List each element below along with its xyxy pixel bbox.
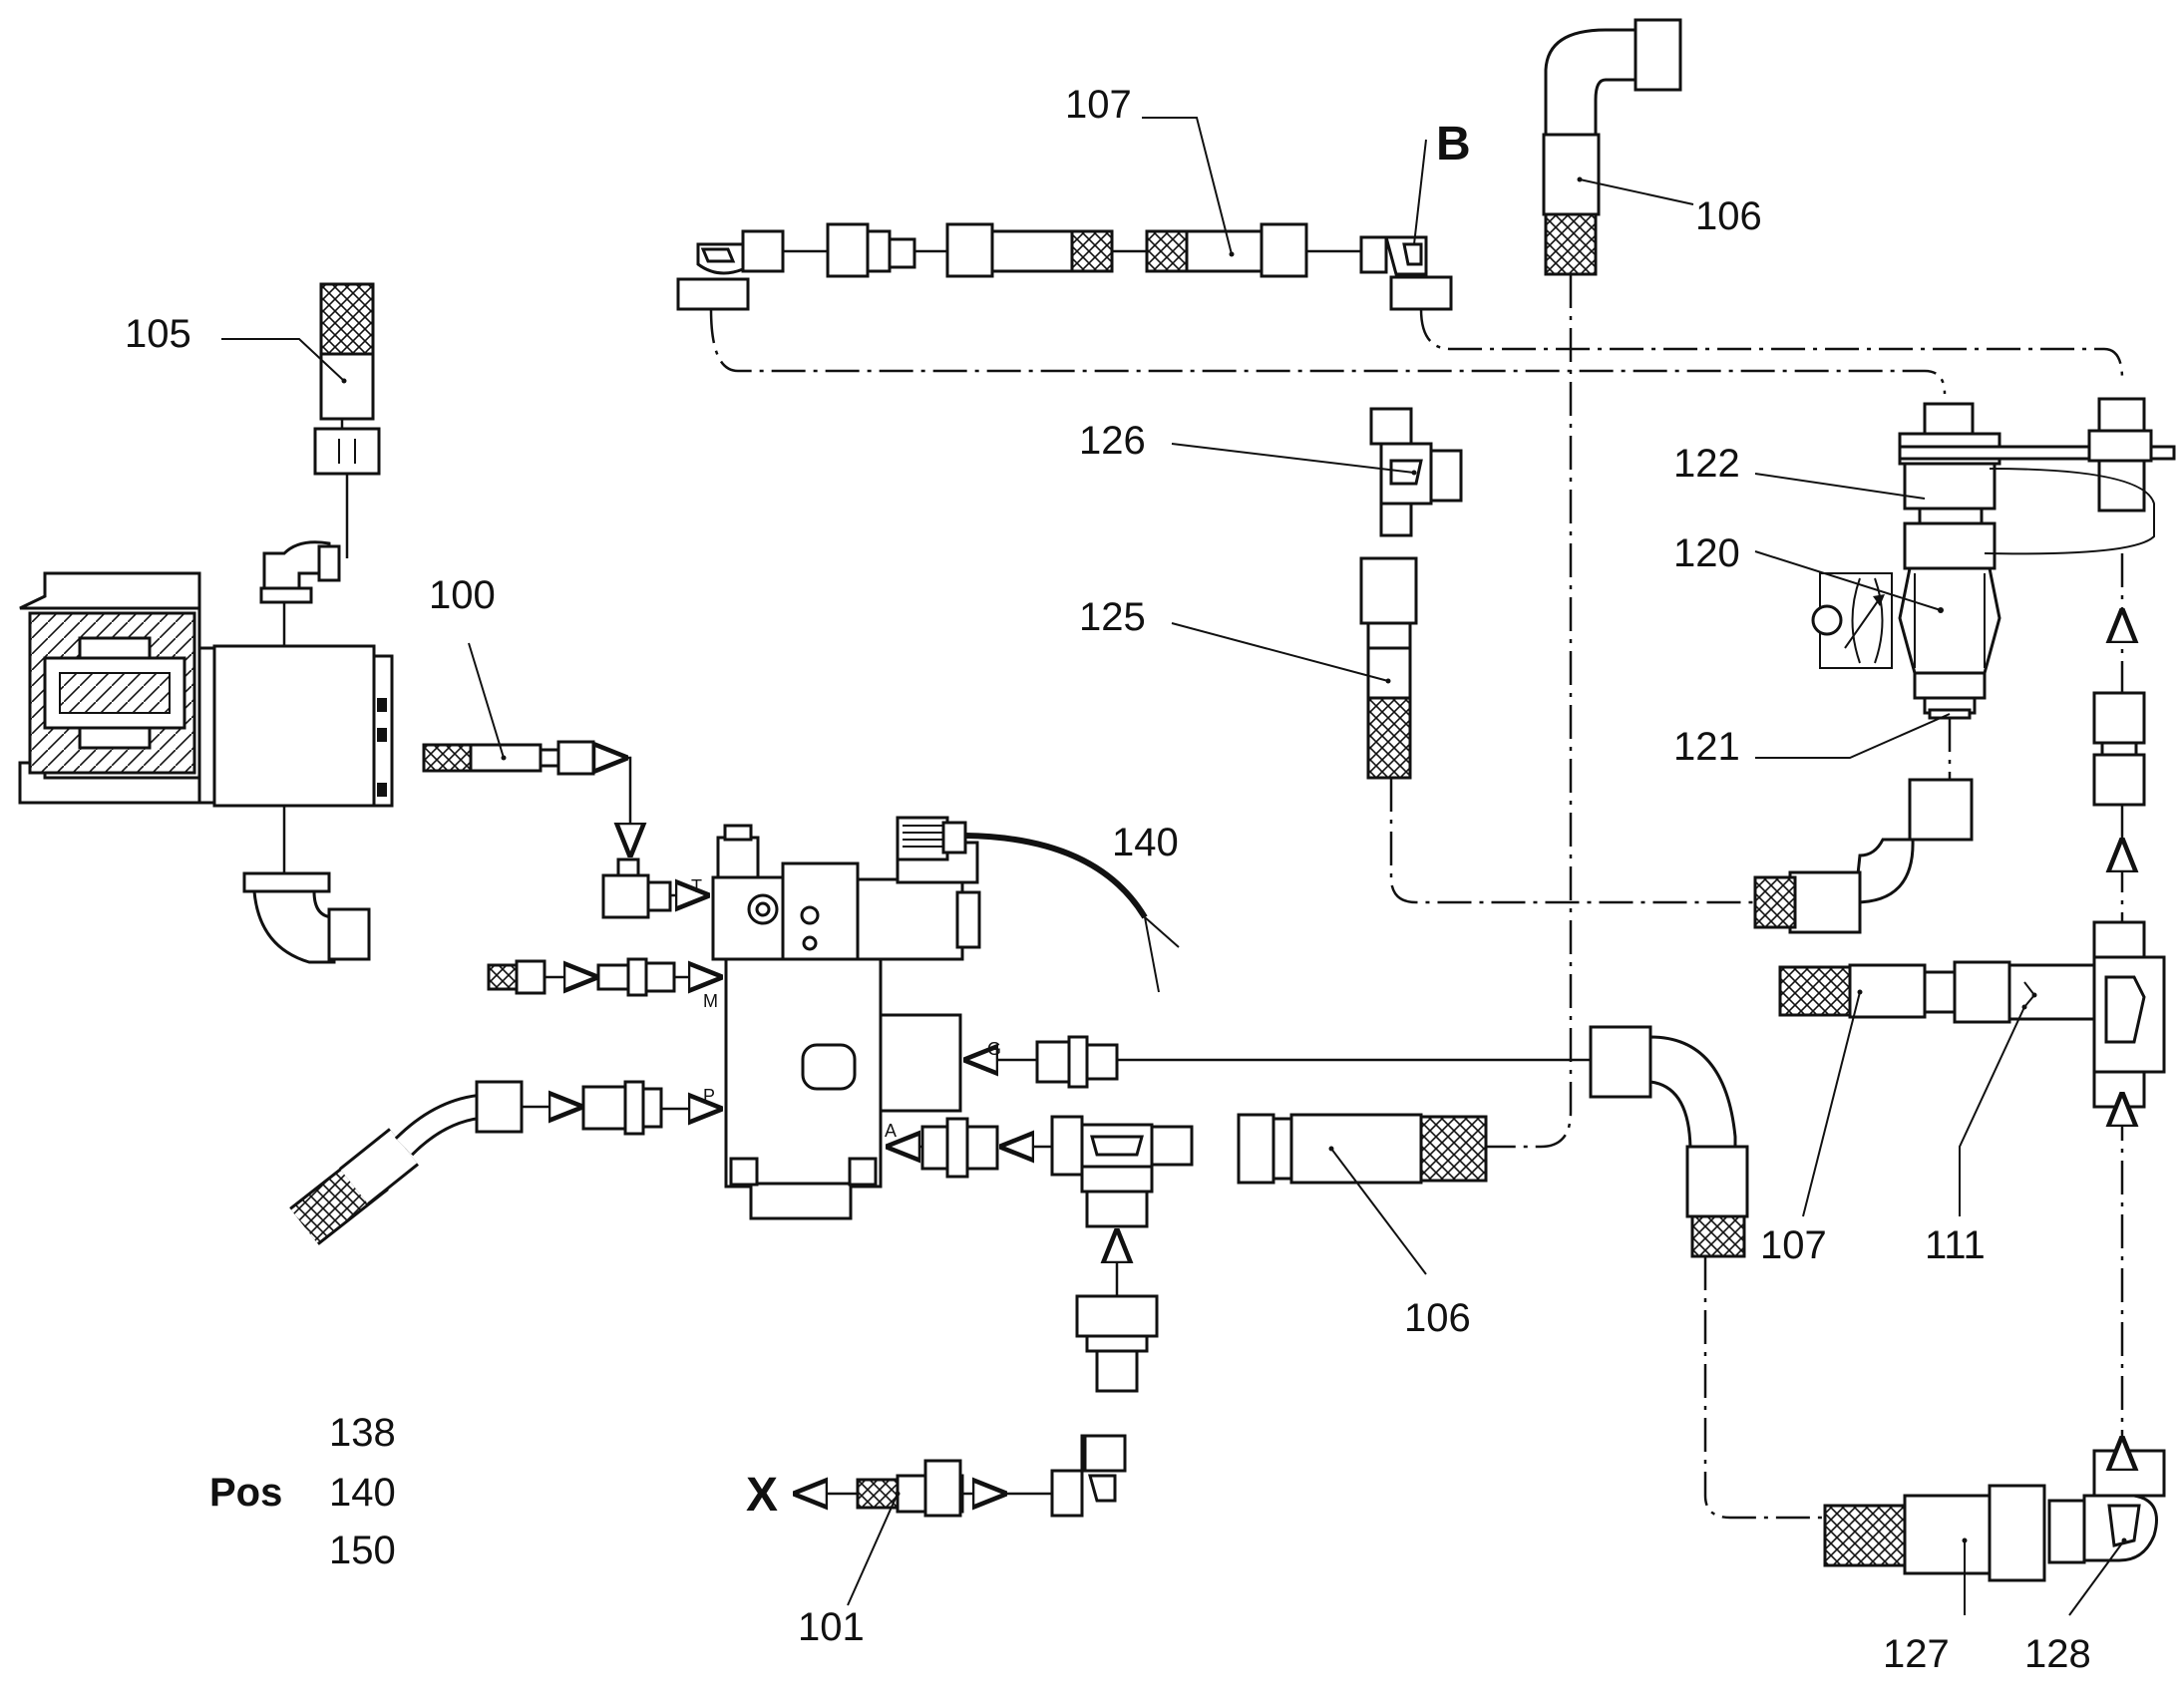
label-120: 120 xyxy=(1673,531,1740,575)
fitting-port-G xyxy=(963,1035,1596,1089)
fitting-port-T xyxy=(601,857,710,919)
port-M-label: M xyxy=(703,991,718,1011)
hose-from-121 xyxy=(1753,778,1974,934)
fitting-port-M xyxy=(487,957,723,997)
elbow-fitting-bottom xyxy=(242,806,371,964)
hose-106-lower xyxy=(1237,1113,1488,1185)
port-G-label: G xyxy=(987,1039,1001,1059)
label-106-bottom: 106 xyxy=(1404,1296,1471,1340)
pos-legend-value-2: 140 xyxy=(329,1471,396,1515)
label-121: 121 xyxy=(1673,725,1740,769)
tee-126 xyxy=(1369,407,1463,537)
label-127: 127 xyxy=(1883,1632,1950,1676)
port-T-label: T xyxy=(691,876,702,896)
hose-106-upper xyxy=(1542,18,1682,276)
label-128: 128 xyxy=(2024,1632,2091,1676)
hose-125 xyxy=(1359,556,1418,780)
hose-107-top xyxy=(676,222,1453,311)
inlet-hose-P xyxy=(289,1080,723,1245)
hose-105 xyxy=(313,282,381,558)
leader-lines xyxy=(221,117,2125,1616)
hose-107-right xyxy=(1778,955,2166,1109)
hose-elbow-mid xyxy=(1589,1025,1749,1258)
label-106-top: 106 xyxy=(1695,194,1762,238)
elbow-fitting-top xyxy=(259,540,341,646)
right-column-fittings xyxy=(1984,397,2155,959)
cable-140 xyxy=(964,833,1180,993)
port-P-label: P xyxy=(703,1086,715,1106)
label-140: 140 xyxy=(1112,821,1179,864)
label-125: 125 xyxy=(1079,595,1146,639)
label-126: 126 xyxy=(1079,419,1146,463)
label-111: 111 xyxy=(1925,1223,1986,1267)
pos-legend-value-3: 150 xyxy=(329,1529,396,1572)
label-X: X xyxy=(746,1469,778,1522)
valve-assembly-120 xyxy=(1811,402,2176,720)
label-B: B xyxy=(1436,118,1471,171)
label-100: 100 xyxy=(429,573,496,617)
fitting-port-A xyxy=(886,1115,1194,1393)
pos-legend-title: Pos xyxy=(209,1471,282,1515)
valve-block xyxy=(711,816,981,1220)
elbow-128 xyxy=(2082,1449,2166,1562)
connection-lines xyxy=(709,274,2122,1520)
label-107-right: 107 xyxy=(1760,1223,1827,1267)
label-101: 101 xyxy=(798,1605,865,1649)
label-105: 105 xyxy=(125,312,191,356)
label-107-top: 107 xyxy=(1065,83,1132,127)
pump-housing xyxy=(18,571,394,808)
label-122: 122 xyxy=(1673,442,1740,486)
pos-legend-value-1: 138 xyxy=(329,1411,396,1455)
port-A-label: A xyxy=(885,1121,897,1141)
hose-101 xyxy=(793,1434,1127,1518)
hose-100 xyxy=(422,740,630,857)
hose-127 xyxy=(1823,1484,2086,1582)
